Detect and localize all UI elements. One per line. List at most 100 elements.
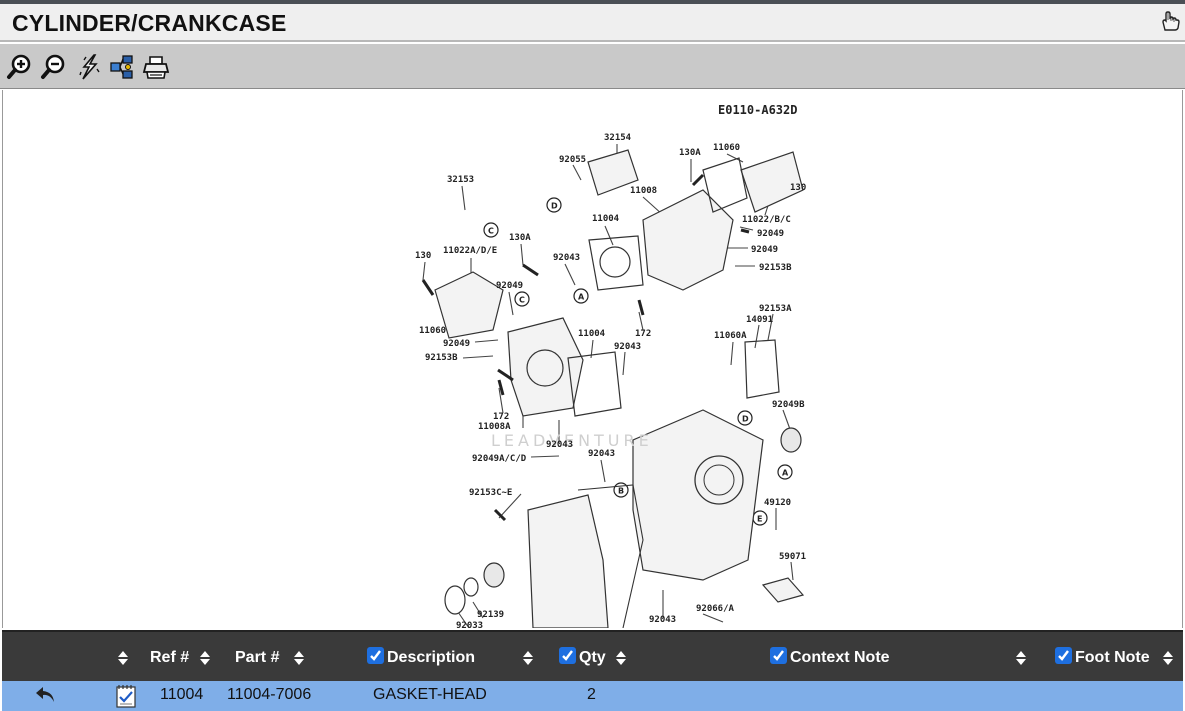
part-label[interactable]: 130 — [415, 251, 431, 261]
part-label[interactable]: 11060 — [419, 326, 446, 336]
bolt-shape — [740, 228, 750, 234]
part-label[interactable]: 92049 — [496, 281, 523, 291]
left-head-gasket-shape — [567, 351, 622, 417]
sort-icon[interactable] — [616, 651, 626, 665]
part-label[interactable]: 11008 — [630, 186, 657, 196]
part-label[interactable]: 32153 — [447, 175, 474, 185]
zoom-out-icon[interactable] — [40, 53, 68, 81]
part-label[interactable]: 172 — [493, 412, 509, 422]
bore-circle — [599, 246, 631, 278]
part-label[interactable]: 11022/B/C — [742, 215, 791, 225]
qty-column-checkbox[interactable] — [559, 647, 576, 664]
part-label[interactable]: 92066/A — [696, 604, 735, 614]
sort-icon[interactable] — [200, 651, 210, 665]
leader-line — [498, 493, 522, 519]
notepad-icon[interactable] — [115, 684, 137, 708]
part-label[interactable]: 92033 — [456, 621, 483, 628]
zoom-in-icon[interactable] — [6, 53, 34, 81]
back-arrow-icon[interactable] — [34, 684, 58, 706]
diagram-code: E0110-A632D — [718, 103, 797, 117]
part-label[interactable]: 11022A/D/E — [443, 246, 497, 256]
left-valve-cover-shape — [434, 271, 504, 339]
part-label[interactable]: 11060 — [713, 143, 740, 153]
print-icon[interactable] — [142, 53, 170, 81]
part-label[interactable]: 92043 — [649, 615, 676, 625]
leader-line — [457, 611, 470, 628]
leader-line — [520, 243, 524, 266]
part-label[interactable]: 92043 — [553, 253, 580, 263]
cylinder-head-shape — [642, 189, 734, 291]
callout-circle — [573, 288, 589, 304]
sort-icon[interactable] — [1163, 651, 1173, 665]
part-label[interactable]: 59071 — [779, 552, 806, 562]
part-label[interactable]: 92139 — [477, 610, 504, 620]
part-label[interactable]: 92153C~E — [469, 488, 512, 498]
table-header: Ref # Part # Description Qty Context Not… — [2, 630, 1183, 681]
column-header-qty[interactable]: Qty — [579, 649, 606, 666]
part-label[interactable]: 92049 — [757, 229, 784, 239]
sort-icon[interactable] — [1016, 651, 1026, 665]
network-icon[interactable] — [108, 53, 136, 81]
sort-icon[interactable] — [294, 651, 304, 665]
description-column-checkbox[interactable] — [367, 647, 384, 664]
part-label[interactable]: 11004 — [592, 214, 620, 224]
part-label[interactable]: 92043 — [614, 342, 641, 352]
part-label[interactable]: 172 — [635, 329, 651, 339]
column-header-part[interactable]: Part # — [235, 649, 280, 666]
part-label[interactable]: 32154 — [604, 133, 632, 143]
cell-ref: 11004 — [160, 686, 204, 703]
part-label[interactable]: 11008A — [478, 422, 511, 432]
lightning-icon[interactable] — [76, 53, 104, 81]
callout-circle — [777, 464, 793, 480]
context-note-column-checkbox[interactable] — [770, 647, 787, 664]
column-header-ref[interactable]: Ref # — [150, 649, 190, 666]
callout-letter: C — [488, 227, 494, 236]
bushing-shape — [483, 562, 505, 588]
part-label[interactable]: 92055 — [559, 155, 586, 165]
part-label[interactable]: 92043 — [588, 449, 615, 459]
part-label[interactable]: 92153B — [759, 263, 792, 273]
part-label[interactable]: 92049 — [443, 339, 470, 349]
leader-line — [730, 341, 734, 366]
bolt-shape — [497, 379, 505, 396]
callout-circle — [546, 197, 562, 213]
seal-ring-shape — [463, 577, 479, 597]
part-label[interactable]: 130A — [509, 233, 531, 243]
bolt-shape — [421, 279, 435, 296]
leader-line — [508, 291, 514, 316]
part-label[interactable]: 92043 — [546, 440, 573, 450]
head-gasket-shape — [588, 235, 644, 291]
leader-line — [604, 225, 614, 246]
part-label[interactable]: 130 — [790, 183, 806, 193]
crankcase-bore-inner — [703, 464, 735, 496]
part-label[interactable]: 92153B — [425, 353, 458, 363]
callout-circle — [737, 410, 753, 426]
foot-note-column-checkbox[interactable] — [1055, 647, 1072, 664]
bolt-shape — [522, 263, 539, 277]
part-label[interactable]: 92153A — [759, 304, 792, 314]
column-header-description[interactable]: Description — [387, 649, 476, 666]
callout-letter: A — [578, 293, 585, 302]
part-label[interactable]: 92049B — [772, 400, 805, 410]
part-label[interactable]: 92049 — [751, 245, 778, 255]
part-label[interactable]: 14091 — [746, 315, 773, 325]
leader-line — [530, 455, 560, 458]
column-header-foot-note[interactable]: Foot Note — [1075, 649, 1150, 666]
sort-icon[interactable] — [118, 651, 128, 665]
part-label[interactable]: 11004 — [578, 329, 606, 339]
oil-seal-shape — [780, 427, 802, 453]
part-label[interactable]: 130A — [679, 148, 701, 158]
callout-letter: A — [782, 469, 789, 478]
hand-pointer-icon[interactable] — [1159, 10, 1181, 32]
column-header-context-note[interactable]: Context Note — [790, 649, 890, 666]
part-label[interactable]: 92049A/C/D — [472, 454, 527, 464]
callout-letter: C — [519, 296, 525, 305]
table-row[interactable]: 11004 11004-7006 GASKET-HEAD 2 — [2, 681, 1183, 711]
cell-part: 11004-7006 — [227, 686, 312, 703]
part-label[interactable]: 49120 — [764, 498, 791, 508]
intake-shape — [587, 149, 639, 196]
part-label[interactable]: 11060A — [714, 331, 747, 341]
sort-icon[interactable] — [523, 651, 533, 665]
